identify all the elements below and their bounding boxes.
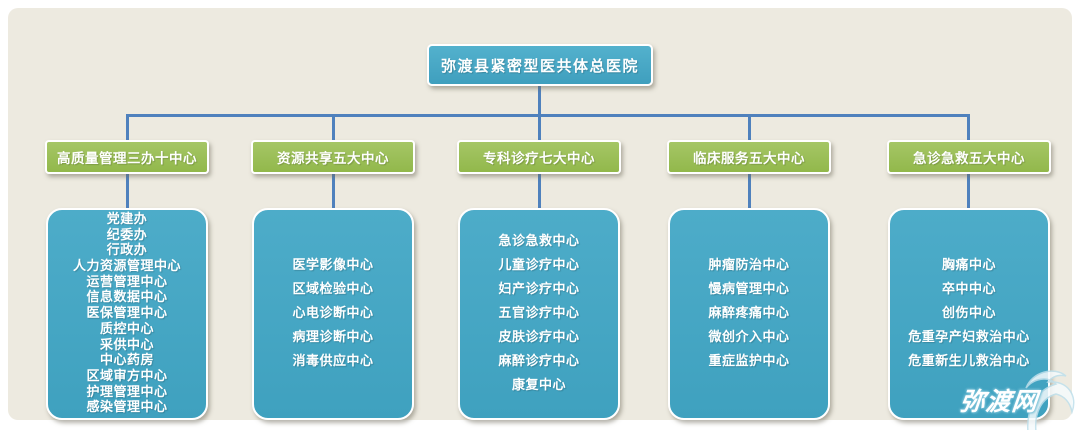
branch-list-resource-sharing: 医学影像中心区域检验中心心电诊断中心病理诊断中心消毒供应中心 [252, 208, 414, 420]
list-item: 感染管理中心 [86, 400, 168, 416]
connector-drop-branch-3 [538, 115, 541, 142]
department-list: 肿瘤防治中心慢病管理中心麻醉疼痛中心微创介入中心重症监护中心 [708, 258, 789, 370]
list-item: 质控中心 [99, 321, 154, 337]
list-item: 运营管理中心 [86, 274, 168, 290]
department-list: 急诊急救中心儿童诊疗中心妇产诊疗中心五官诊疗中心皮肤诊疗中心麻醉诊疗中心康复中心 [498, 234, 579, 394]
connector-drop-branch-4 [748, 115, 751, 142]
root-node: 弥渡县紧密型医共体总医院 [427, 44, 653, 86]
list-item: 儿童诊疗中心 [498, 258, 580, 273]
list-item: 区域审方中心 [86, 368, 168, 384]
list-item: 五官诊疗中心 [498, 306, 580, 321]
list-item: 行政办 [106, 243, 148, 259]
list-item: 病理诊断中心 [292, 330, 374, 345]
list-item: 党建办 [106, 211, 148, 227]
branch-header-label: 临床服务五大中心 [693, 151, 805, 167]
list-item: 康复中心 [511, 378, 566, 393]
connector-root-stem [538, 84, 541, 116]
list-item: 中心药房 [99, 353, 154, 369]
list-item: 心电诊断中心 [292, 306, 374, 321]
list-item: 创伤中心 [941, 306, 996, 321]
list-item: 危重孕产妇救治中心 [908, 330, 1030, 345]
list-item: 采供中心 [99, 337, 154, 353]
list-item: 肿瘤防治中心 [708, 258, 790, 273]
branch-list-quality-management: 党建办纪委办行政办人力资源管理中心运营管理中心信息数据中心医保管理中心质控中心采… [46, 208, 208, 420]
list-item: 重症监护中心 [708, 354, 790, 369]
connector-drop-list-4 [748, 172, 751, 210]
branch-header-quality-management: 高质量管理三办十中心 [45, 140, 209, 174]
list-item: 微创介入中心 [708, 330, 790, 345]
branch-header-resource-sharing: 资源共享五大中心 [251, 140, 415, 174]
connector-drop-list-2 [332, 172, 335, 210]
list-item: 慢病管理中心 [708, 282, 790, 297]
list-item: 纪委办 [106, 227, 148, 243]
list-item: 卒中中心 [941, 282, 996, 297]
list-item: 医保管理中心 [86, 306, 168, 322]
list-item: 妇产诊疗中心 [498, 282, 580, 297]
branch-header-specialist-treatment: 专科诊疗七大中心 [457, 140, 621, 174]
department-list: 胸痛中心卒中中心创伤中心危重孕产妇救治中心危重新生儿救治中心 [908, 258, 1030, 370]
branch-header-clinical-service: 临床服务五大中心 [667, 140, 831, 174]
list-item: 急诊急救中心 [498, 234, 580, 249]
list-item: 人力资源管理中心 [72, 259, 181, 275]
branch-header-label: 高质量管理三办十中心 [57, 151, 197, 167]
connector-drop-branch-2 [332, 115, 335, 142]
list-item: 麻醉疼痛中心 [708, 306, 790, 321]
connector-drop-list-1 [126, 172, 129, 210]
connector-horizontal-rail [126, 114, 970, 117]
root-title: 弥渡县紧密型医共体总医院 [440, 56, 639, 75]
connector-drop-branch-5 [967, 115, 970, 142]
list-item: 皮肤诊疗中心 [498, 330, 580, 345]
connector-drop-list-3 [538, 172, 541, 210]
list-item: 危重新生儿救治中心 [908, 354, 1030, 369]
branch-header-label: 专科诊疗七大中心 [483, 151, 595, 167]
list-item: 麻醉诊疗中心 [498, 354, 580, 369]
list-item: 消毒供应中心 [292, 354, 374, 369]
connector-drop-list-5 [967, 172, 970, 210]
branch-header-emergency-rescue: 急诊急救五大中心 [887, 140, 1051, 174]
list-item: 信息数据中心 [86, 290, 168, 306]
branch-list-specialist-treatment: 急诊急救中心儿童诊疗中心妇产诊疗中心五官诊疗中心皮肤诊疗中心麻醉诊疗中心康复中心 [458, 208, 620, 420]
list-item: 护理管理中心 [86, 384, 168, 400]
branch-list-emergency-rescue: 胸痛中心卒中中心创伤中心危重孕产妇救治中心危重新生儿救治中心 [888, 208, 1050, 420]
connector-drop-branch-1 [126, 115, 129, 142]
list-item: 胸痛中心 [941, 258, 996, 273]
department-list: 党建办纪委办行政办人力资源管理中心运营管理中心信息数据中心医保管理中心质控中心采… [73, 212, 181, 416]
branch-header-label: 资源共享五大中心 [277, 151, 389, 167]
list-item: 医学影像中心 [292, 258, 374, 273]
department-list: 医学影像中心区域检验中心心电诊断中心病理诊断中心消毒供应中心 [292, 258, 373, 370]
branch-list-clinical-service: 肿瘤防治中心慢病管理中心麻醉疼痛中心微创介入中心重症监护中心 [668, 208, 830, 420]
branch-header-label: 急诊急救五大中心 [913, 151, 1025, 167]
list-item: 区域检验中心 [292, 282, 374, 297]
